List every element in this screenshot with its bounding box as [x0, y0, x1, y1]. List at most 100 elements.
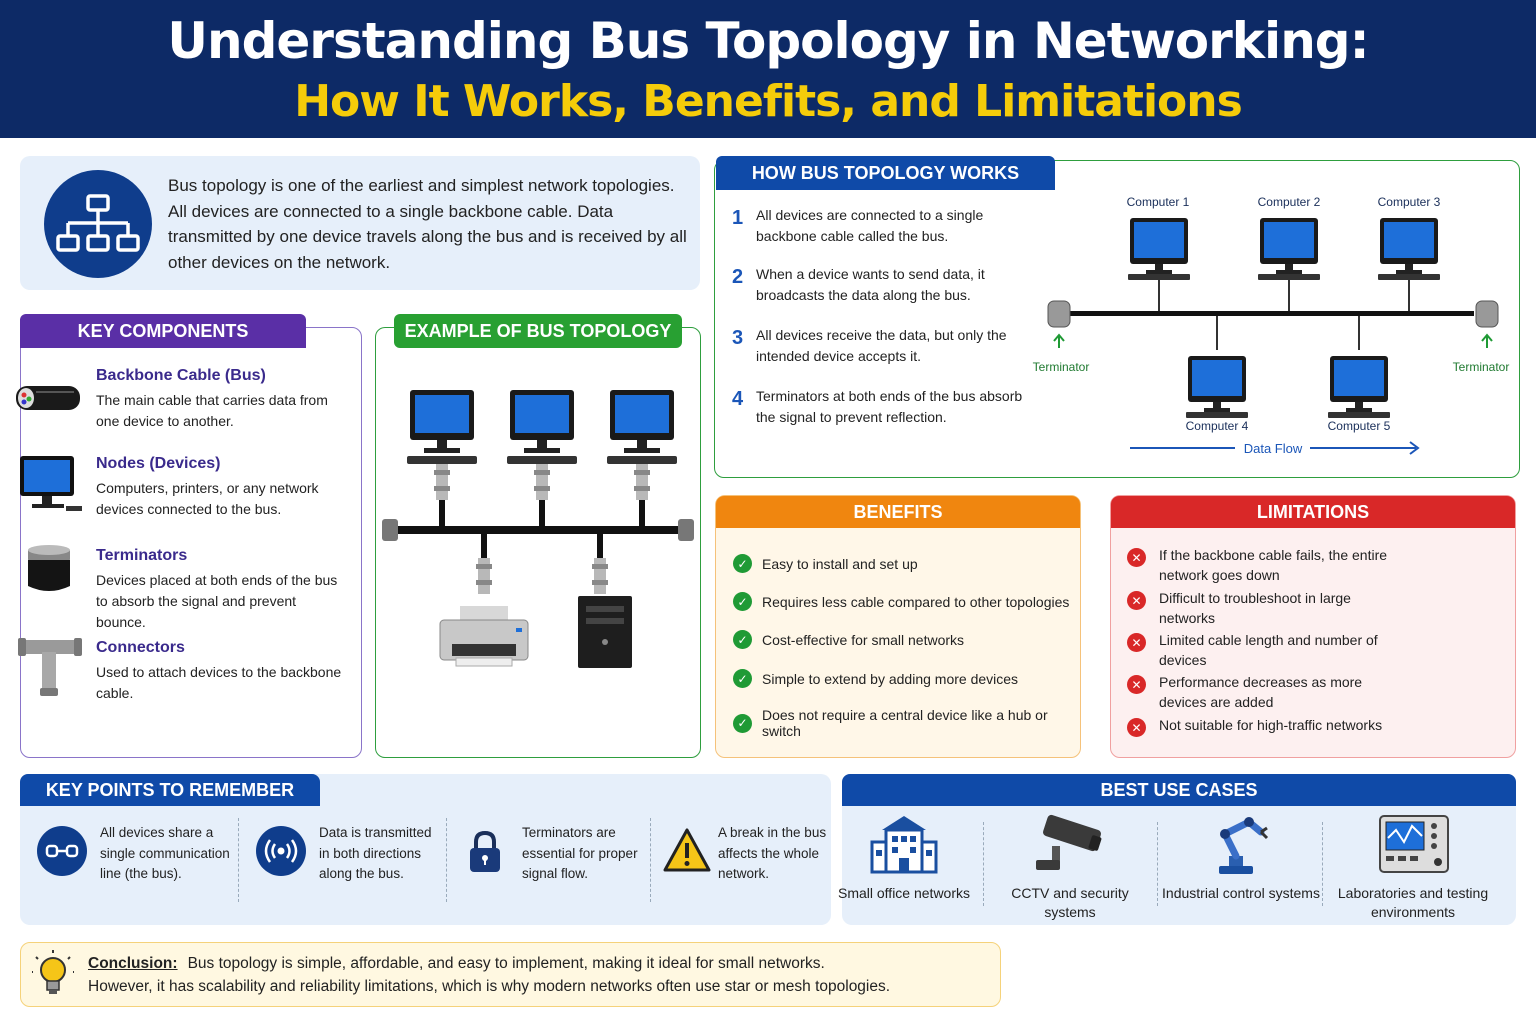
key-components-title: KEY COMPONENTS — [20, 314, 306, 348]
key-points-title: KEY POINTS TO REMEMBER — [20, 774, 320, 806]
step-number: 4 — [732, 388, 744, 410]
limitation-item: ✕ Performance decreases as more devices a… — [1127, 672, 1507, 712]
terminator-icon — [14, 540, 84, 600]
divider — [446, 818, 447, 902]
computer-label: Computer 3 — [1377, 195, 1441, 209]
cross-icon: ✕ — [1127, 548, 1146, 567]
component-title: Terminators — [96, 547, 188, 564]
check-icon: ✓ — [733, 554, 752, 573]
terminator-label: Terminator — [1032, 360, 1090, 374]
component-title: Connectors — [96, 639, 185, 656]
use-case-label: Small office networks — [837, 885, 970, 901]
oscilloscope-icon — [1376, 812, 1452, 876]
limitation-item: ✕ If the backbone cable fails, the entire… — [1127, 545, 1507, 585]
use-case-label: Laboratories and testing environments — [1337, 885, 1489, 920]
use-case-label: CCTV and security systems — [1011, 885, 1129, 920]
data-flow-label: Data Flow — [1243, 441, 1303, 456]
page-title: Understanding Bus Topology in Networking… — [167, 12, 1369, 70]
computer-label: Computer 1 — [1126, 195, 1190, 209]
cctv-camera-icon — [1032, 812, 1108, 876]
component-desc: The main cable that carries data from on… — [96, 392, 328, 429]
limitation-item: ✕ Difficult to troubleshoot in large netw… — [1127, 588, 1507, 628]
limitation-text: Difficult to troubleshoot in large netwo… — [1159, 590, 1351, 626]
benefit-text: Requires less cable compared to other to… — [762, 593, 1070, 610]
computer-label: Computer 5 — [1327, 419, 1391, 433]
computer-label: Computer 4 — [1185, 419, 1249, 433]
how-it-works-title: HOW BUS TOPOLOGY WORKS — [716, 156, 1055, 190]
component-title: Backbone Cable (Bus) — [96, 367, 266, 384]
limitation-text: If the backbone cable fails, the entire … — [1159, 547, 1388, 583]
cable-icon — [14, 366, 84, 426]
intro-panel: Bus topology is one of the earliest and … — [20, 156, 700, 290]
benefit-text: Simple to extend by adding more devices — [762, 670, 1019, 687]
conclusion-label: Conclusion: — [88, 955, 178, 972]
example-title: EXAMPLE OF BUS TOPOLOGY — [394, 314, 682, 348]
component-terminators: Terminators Devices placed at both ends … — [96, 547, 346, 633]
divider — [1322, 822, 1323, 906]
lock-icon — [460, 826, 510, 876]
use-cases-title: BEST USE CASES — [842, 774, 1516, 806]
divider — [1157, 822, 1158, 906]
cross-icon: ✕ — [1127, 718, 1146, 737]
key-point-text: Data is transmitted in both directions a… — [319, 825, 432, 881]
check-icon: ✓ — [733, 713, 752, 733]
robot-arm-icon — [1203, 812, 1279, 876]
step-number: 3 — [732, 327, 744, 349]
limitation-text: Not suitable for high-traffic networks — [1159, 717, 1383, 733]
lightbulb-icon — [30, 950, 76, 998]
step-text: When a device wants to send data, it bro… — [756, 266, 985, 303]
office-building-icon — [866, 812, 942, 876]
cross-icon: ✕ — [1127, 591, 1146, 610]
component-desc: Devices placed at both ends of the bus t… — [96, 572, 338, 630]
step-number: 2 — [732, 266, 744, 288]
key-point-text: All devices share a single communication… — [100, 825, 230, 881]
key-point-text: A break in the bus affects the whole net… — [718, 825, 827, 881]
conclusion-line2: However, it has scalability and reliabil… — [88, 978, 891, 995]
header: Understanding Bus Topology in Networking… — [0, 0, 1536, 138]
component-nodes: Nodes (Devices) Computers, printers, or … — [96, 455, 346, 520]
benefit-text: Easy to install and set up — [762, 555, 918, 572]
link-icon — [37, 826, 87, 876]
intro-text: Bus topology is one of the earliest and … — [168, 176, 687, 272]
warning-icon — [662, 826, 712, 876]
bus-diagram — [1030, 190, 1510, 470]
component-connectors: Connectors Used to attach devices to the… — [96, 639, 346, 704]
step-text: All devices are connected to a single ba… — [756, 207, 984, 244]
terminator-label: Terminator — [1452, 360, 1510, 374]
divider — [238, 818, 239, 902]
key-point-text: Terminators are essential for proper sig… — [522, 825, 638, 881]
check-icon: ✓ — [733, 630, 752, 649]
limitation-text: Performance decreases as more devices ar… — [1159, 674, 1363, 710]
benefit-text: Does not require a central device like a… — [762, 707, 1048, 739]
step-text: Terminators at both ends of the bus abso… — [756, 388, 1023, 425]
component-desc: Computers, printers, or any network devi… — [96, 480, 319, 517]
limitations-title: LIMITATIONS — [1111, 496, 1515, 528]
cross-icon: ✕ — [1127, 675, 1146, 694]
divider — [983, 822, 984, 906]
step-text: All devices receive the data, but only t… — [756, 327, 1007, 364]
limitation-text: Limited cable length and number of devic… — [1159, 632, 1378, 668]
broadcast-icon — [256, 826, 306, 876]
benefit-item: ✓Requires less cable compared to other t… — [733, 592, 1078, 611]
how-it-works-panel — [714, 160, 1520, 478]
conclusion-panel — [20, 942, 1001, 1007]
limitation-item: ✕ Limited cable length and number of devi… — [1127, 630, 1507, 670]
benefit-item: ✓ Cost-effective for small networks — [733, 630, 1078, 649]
use-case-label: Industrial control systems — [1162, 885, 1320, 901]
limitations-panel — [1110, 495, 1516, 758]
step-number: 1 — [732, 207, 744, 229]
t-connector-icon — [14, 632, 84, 696]
cross-icon: ✕ — [1127, 633, 1146, 652]
component-desc: Used to attach devices to the backbone c… — [96, 664, 342, 701]
page-subtitle: How It Works, Benefits, and Limitations — [294, 76, 1243, 127]
check-icon: ✓ — [733, 669, 752, 688]
benefits-panel — [715, 495, 1081, 758]
benefit-item: ✓ Does not require a central device like … — [733, 707, 1078, 739]
conclusion-line1: Bus topology is simple, affordable, and … — [187, 955, 825, 972]
conclusion-text: Conclusion: Bus topology is simple, affor… — [88, 952, 988, 998]
benefits-title: BENEFITS — [716, 496, 1080, 528]
benefit-item: ✓ Simple to extend by adding more devices — [733, 669, 1078, 688]
benefit-text: Cost-effective for small networks — [762, 631, 965, 648]
network-hierarchy-icon — [44, 170, 152, 278]
computer-icon — [14, 452, 84, 512]
